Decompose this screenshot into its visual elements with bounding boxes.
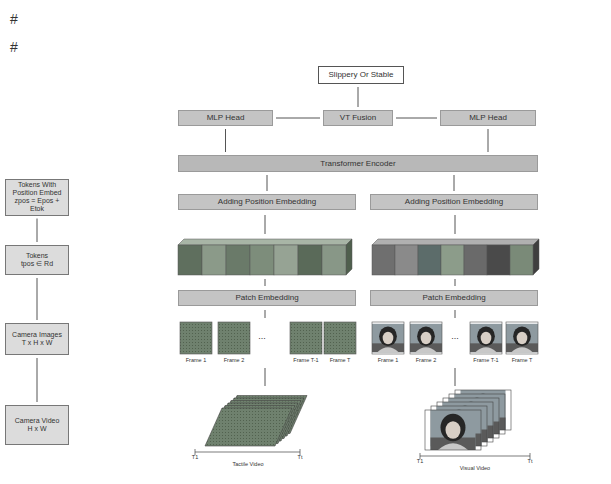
- box-text: tpos ∈ Rd: [21, 260, 53, 268]
- process-box: VT Fusion: [323, 110, 393, 126]
- process-box: Patch Embedding: [370, 290, 538, 306]
- connector: [454, 175, 455, 191]
- box-text: Patch Embedding: [235, 293, 298, 302]
- ellipsis: ...: [258, 332, 266, 342]
- box-text: VT Fusion: [340, 113, 376, 122]
- box-text: zpos = Epos + Etok: [9, 197, 65, 213]
- frame-label: Frame 1: [378, 357, 398, 363]
- stage-label-box: Tokens With Position Embedzpos = Epos + …: [5, 179, 69, 216]
- frame-label: Frame T: [512, 357, 533, 363]
- connector: [37, 219, 38, 243]
- ellipsis: ...: [451, 332, 459, 342]
- frame-label: Frame T: [330, 357, 351, 363]
- frame-label: Frame 2: [224, 357, 244, 363]
- axis-label: Tt: [528, 458, 533, 464]
- video-caption: Tactile Video: [232, 461, 263, 467]
- axis-label: T1: [417, 458, 423, 464]
- box-text: MLP Head: [469, 113, 507, 122]
- page-mark: #: [10, 12, 18, 27]
- box-text: H x W: [27, 425, 46, 433]
- box-text: MLP Head: [207, 113, 245, 122]
- box-text: Transformer Encoder: [320, 159, 395, 168]
- connector: [396, 118, 437, 119]
- box-text: Tokens: [26, 252, 48, 260]
- tactile-frames: [180, 322, 356, 354]
- process-box: MLP Head: [440, 110, 536, 126]
- visual-video: [425, 390, 511, 450]
- frame-label: Frame 1: [186, 357, 206, 363]
- box-text: Camera Video: [15, 417, 60, 425]
- connector: [225, 129, 226, 152]
- process-box: Adding Position Embedding: [178, 194, 356, 210]
- frame-label: Frame T-1: [293, 357, 318, 363]
- box-text: Adding Position Embedding: [405, 197, 503, 206]
- token-strip: [178, 239, 352, 275]
- box-text: Slippery Or Stable: [329, 70, 394, 79]
- time-axis: [195, 449, 530, 459]
- connector: [267, 175, 268, 191]
- process-box: Transformer Encoder: [178, 155, 538, 172]
- process-box: Adding Position Embedding: [370, 194, 538, 210]
- process-box: MLP Head: [178, 110, 273, 126]
- connector: [37, 358, 38, 402]
- connector: [37, 278, 38, 320]
- connector: [488, 129, 489, 152]
- frame-label: Frame 2: [416, 357, 436, 363]
- stage-label-box: Camera VideoH x W: [5, 405, 69, 445]
- box-text: Camera Images: [12, 331, 62, 339]
- frame-label: Frame T-1: [473, 357, 498, 363]
- process-box: Patch Embedding: [178, 290, 356, 306]
- tactile-video: [205, 396, 307, 447]
- box-text: Tokens With Position Embed: [9, 181, 65, 197]
- axis-label: T1: [192, 454, 198, 460]
- connector: [358, 87, 359, 107]
- box-text: T x H x W: [22, 339, 53, 347]
- process-box: Slippery Or Stable: [318, 66, 404, 84]
- token-strip: [372, 239, 539, 275]
- connector: [276, 118, 320, 119]
- box-text: Patch Embedding: [422, 293, 485, 302]
- video-caption: Visual Video: [460, 465, 490, 471]
- stage-label-box: Camera ImagesT x H x W: [5, 323, 69, 355]
- page-mark: #: [10, 40, 18, 55]
- stage-label-box: Tokenstpos ∈ Rd: [5, 245, 69, 275]
- axis-label: Tt: [298, 454, 303, 460]
- visual-frames: [372, 322, 538, 354]
- box-text: Adding Position Embedding: [218, 197, 316, 206]
